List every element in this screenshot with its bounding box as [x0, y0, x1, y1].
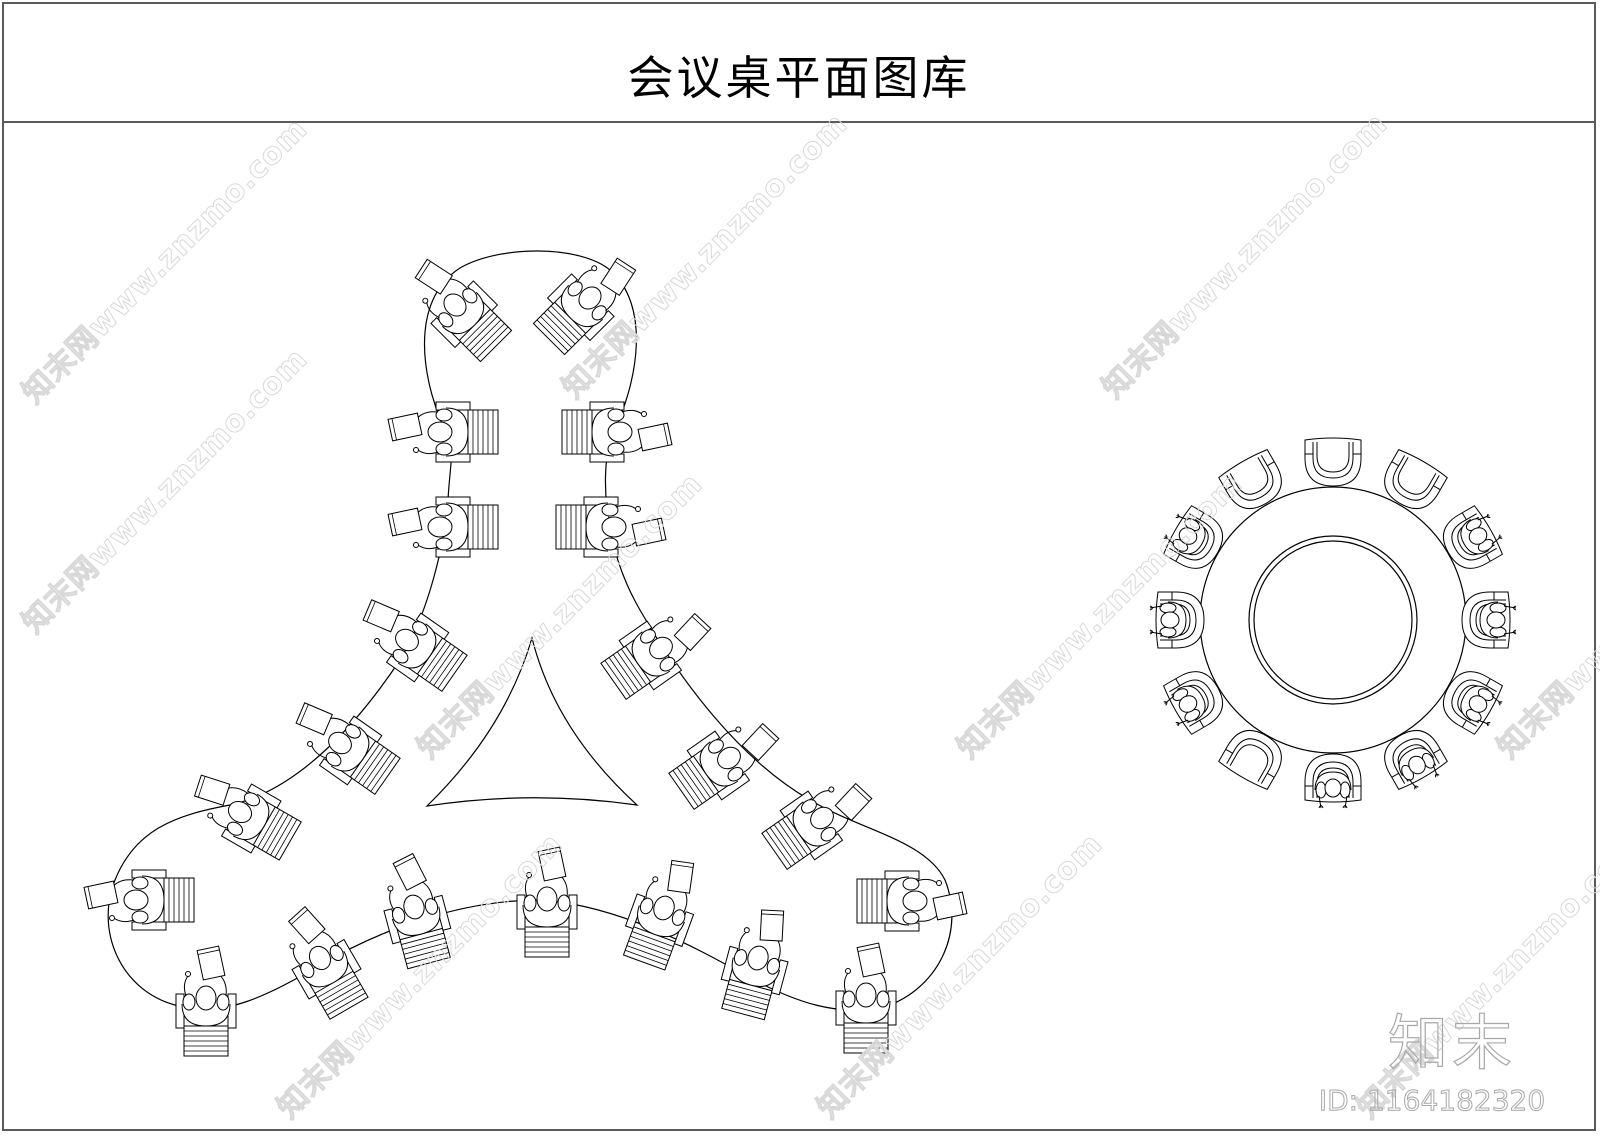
round-table-lazy-susan-outer — [1248, 535, 1418, 705]
brand-logo: 知末 — [1387, 1009, 1516, 1079]
brand-stamp: 知末 ID: 1164182320 — [1318, 1009, 1552, 1118]
trefoil-table — [83, 239, 968, 1057]
asset-id: ID: 1164182320 — [1318, 1084, 1546, 1118]
center-triangle-opening — [425, 635, 639, 807]
round-table-lazy-susan-inner — [1253, 540, 1413, 700]
round-table — [1150, 437, 1516, 808]
round-table-top — [1199, 486, 1467, 754]
page-title: 会议桌平面图库 — [627, 51, 971, 105]
title-block: 会议桌平面图库 — [4, 4, 1594, 123]
